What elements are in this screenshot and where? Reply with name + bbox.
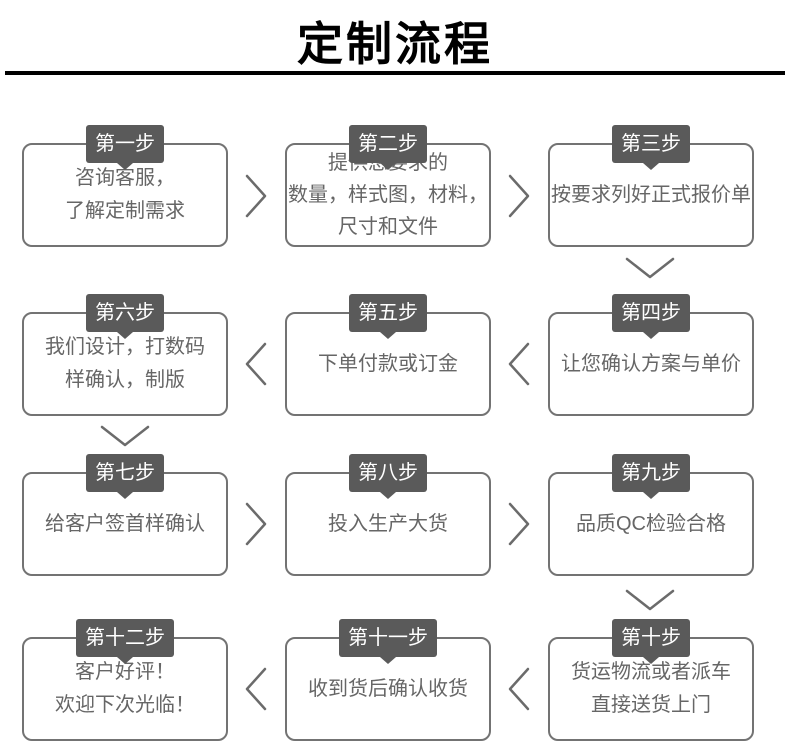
arrow-right-icon bbox=[507, 501, 531, 552]
step-text-line: 欢迎下次光临！ bbox=[55, 694, 195, 716]
step-9-text: 品质QC检验合格 bbox=[550, 508, 752, 541]
step-10-tag-label: 第十步 bbox=[621, 627, 681, 649]
tag-pointer bbox=[117, 332, 133, 339]
step-text-line: 我们设计，打数码 bbox=[45, 336, 205, 358]
step-10-box: 第十步 货运物流或者派车 直接送货上门 bbox=[548, 619, 754, 741]
step-7-tag-label: 第七步 bbox=[95, 462, 155, 484]
tag-pointer bbox=[117, 163, 133, 170]
step-text-line: 让您确认方案与单价 bbox=[561, 352, 741, 375]
step-6-tag-label: 第六步 bbox=[95, 302, 155, 324]
step-1-box: 第一步 咨询客服， 了解定制需求 bbox=[22, 125, 228, 247]
step-5-box: 第五步 下单付款或订金 bbox=[285, 294, 491, 416]
step-12-box: 第十二步 客户好评！ 欢迎下次光临！ bbox=[22, 619, 228, 741]
step-text-line: 下单付款或订金 bbox=[318, 352, 458, 375]
step-9-box: 第九步 品质QC检验合格 bbox=[548, 454, 754, 576]
step-5-tag-label: 第五步 bbox=[358, 302, 418, 324]
step-text-line: 客户好评！ bbox=[75, 661, 175, 683]
arrow-left-icon bbox=[244, 341, 268, 392]
step-11-tag-label: 第十一步 bbox=[348, 627, 428, 649]
step-1-tag-label: 第一步 bbox=[95, 133, 155, 155]
step-text-line: 投入生产大货 bbox=[328, 512, 448, 535]
step-text-line: 给客户签首样确认 bbox=[45, 512, 205, 535]
step-3-text: 按要求列好正式报价单 bbox=[550, 179, 752, 212]
step-text-line: 咨询客服， bbox=[75, 167, 175, 189]
tag-pointer bbox=[117, 657, 133, 664]
step-3-tag-label: 第三步 bbox=[621, 133, 681, 155]
step-9-tag-label: 第九步 bbox=[621, 462, 681, 484]
step-2-tag: 第二步 bbox=[349, 125, 427, 170]
step-12-tag-label: 第十二步 bbox=[85, 627, 165, 649]
step-text-line: 数量，样式图，材料， bbox=[288, 184, 488, 206]
tag-pointer bbox=[380, 163, 396, 170]
tag-pointer bbox=[117, 492, 133, 499]
step-text-line: 了解定制需求 bbox=[65, 200, 185, 222]
arrow-right-icon bbox=[244, 501, 268, 552]
step-6-text: 我们设计，打数码 样确认，制版 bbox=[24, 331, 226, 397]
tag-pointer bbox=[380, 332, 396, 339]
step-text-line: 货运物流或者派车 bbox=[571, 661, 731, 683]
step-text-line: 收到货后确认收货 bbox=[308, 677, 468, 700]
step-2-tag-label: 第二步 bbox=[358, 133, 418, 155]
step-4-tag-label: 第四步 bbox=[621, 302, 681, 324]
arrow-down-icon bbox=[99, 424, 151, 453]
arrow-left-icon bbox=[244, 666, 268, 717]
step-6-box: 第六步 我们设计，打数码 样确认，制版 bbox=[22, 294, 228, 416]
arrow-left-icon bbox=[507, 341, 531, 392]
step-2-box: 第二步 提供您要求的 数量，样式图，材料， 尺寸和文件 bbox=[285, 125, 491, 247]
step-11-box: 第十一步 收到货后确认收货 bbox=[285, 619, 491, 741]
step-8-box: 第八步 投入生产大货 bbox=[285, 454, 491, 576]
title-divider bbox=[5, 71, 785, 75]
tag-pointer bbox=[643, 492, 659, 499]
tag-pointer bbox=[643, 657, 659, 664]
tag-pointer bbox=[643, 332, 659, 339]
step-10-tag: 第十步 bbox=[612, 619, 690, 664]
step-8-tag-label: 第八步 bbox=[358, 462, 418, 484]
step-text-line: 按要求列好正式报价单 bbox=[551, 183, 751, 206]
step-text-line: 直接送货上门 bbox=[591, 694, 711, 716]
tag-pointer bbox=[643, 163, 659, 170]
arrow-down-icon bbox=[624, 256, 676, 285]
step-4-text: 让您确认方案与单价 bbox=[550, 348, 752, 381]
step-7-box: 第七步 给客户签首样确认 bbox=[22, 454, 228, 576]
step-11-tag: 第十一步 bbox=[339, 619, 437, 664]
page-title: 定制流程 bbox=[297, 18, 493, 70]
step-1-text: 咨询客服， 了解定制需求 bbox=[24, 162, 226, 228]
step-6-tag: 第六步 bbox=[86, 294, 164, 339]
step-10-text: 货运物流或者派车 直接送货上门 bbox=[550, 656, 752, 722]
arrow-right-icon bbox=[244, 173, 268, 224]
step-8-text: 投入生产大货 bbox=[287, 508, 489, 541]
arrow-left-icon bbox=[507, 666, 531, 717]
step-12-text: 客户好评！ 欢迎下次光临！ bbox=[24, 656, 226, 722]
step-text-line: 尺寸和文件 bbox=[338, 216, 438, 238]
step-12-tag: 第十二步 bbox=[76, 619, 174, 664]
step-5-tag: 第五步 bbox=[349, 294, 427, 339]
step-9-tag: 第九步 bbox=[612, 454, 690, 499]
arrow-down-icon bbox=[624, 588, 676, 617]
step-text-line: 品质QC检验合格 bbox=[576, 512, 726, 535]
tag-pointer bbox=[380, 657, 396, 664]
step-3-tag: 第三步 bbox=[612, 125, 690, 170]
tag-pointer bbox=[380, 492, 396, 499]
step-7-text: 给客户签首样确认 bbox=[24, 508, 226, 541]
step-4-box: 第四步 让您确认方案与单价 bbox=[548, 294, 754, 416]
step-1-tag: 第一步 bbox=[86, 125, 164, 170]
step-7-tag: 第七步 bbox=[86, 454, 164, 499]
step-4-tag: 第四步 bbox=[612, 294, 690, 339]
step-5-text: 下单付款或订金 bbox=[287, 348, 489, 381]
step-11-text: 收到货后确认收货 bbox=[287, 673, 489, 706]
step-text-line: 样确认，制版 bbox=[65, 369, 185, 391]
arrow-right-icon bbox=[507, 173, 531, 224]
step-8-tag: 第八步 bbox=[349, 454, 427, 499]
step-3-box: 第三步 按要求列好正式报价单 bbox=[548, 125, 754, 247]
